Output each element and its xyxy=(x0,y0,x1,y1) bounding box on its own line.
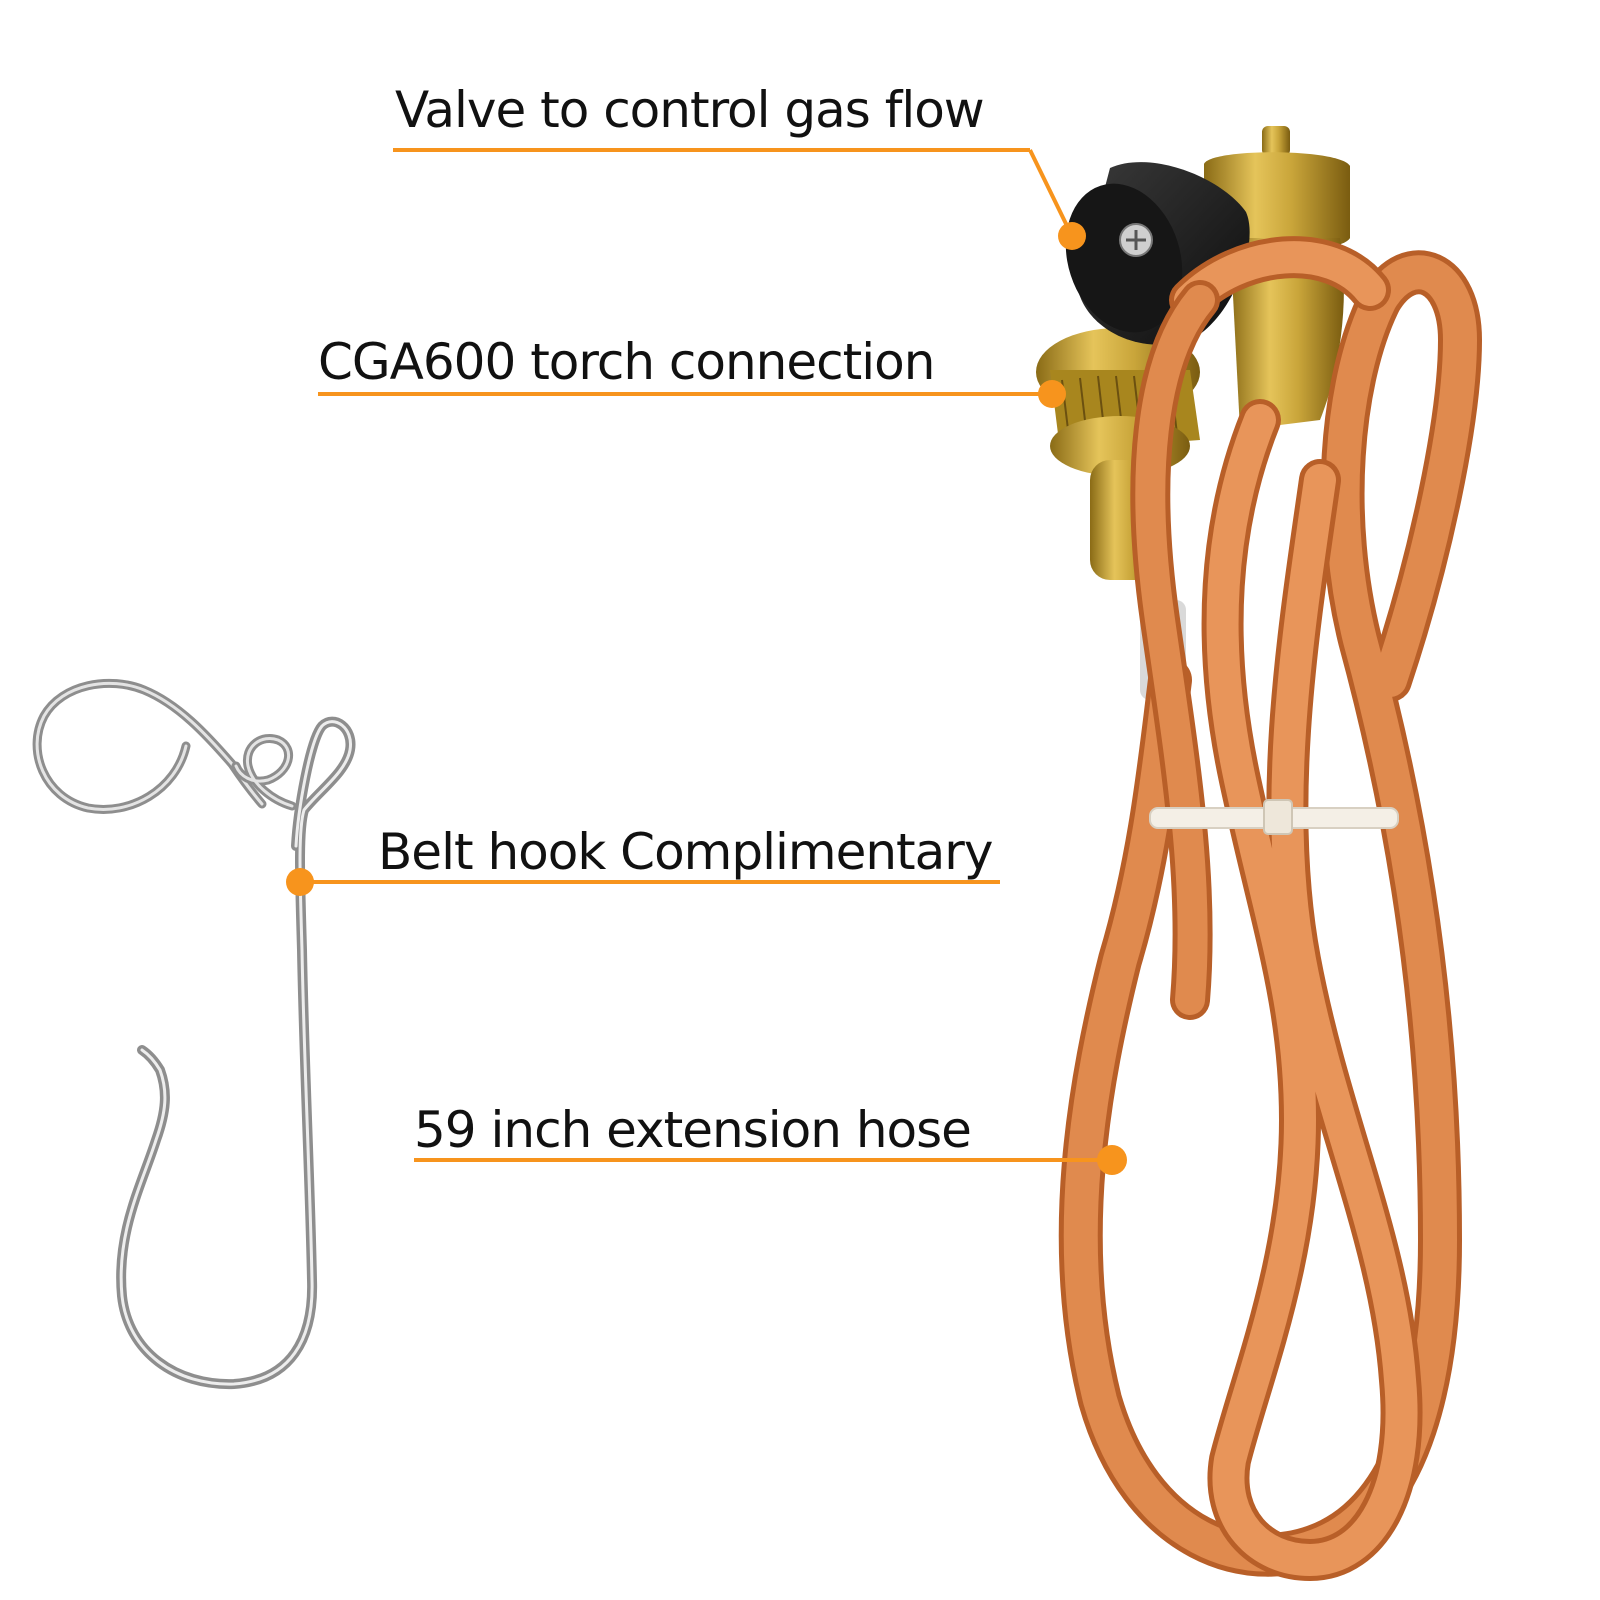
valve-callout-label: Valve to control gas flow xyxy=(395,81,985,139)
hook-ring xyxy=(32,678,267,814)
callout-hose-dot xyxy=(1097,1145,1127,1175)
callout-hook-dot xyxy=(286,868,314,896)
hose-inner-loop-body xyxy=(1206,404,1418,1577)
callout-cga-dot xyxy=(1038,380,1066,408)
belt-hook-icon xyxy=(32,678,356,1390)
knob-face xyxy=(1065,183,1183,333)
callout-valve-leader xyxy=(1028,149,1072,233)
brass-tip xyxy=(1262,126,1290,156)
knob-screw-slot xyxy=(1126,230,1146,250)
hose-outer-loop-body xyxy=(1063,255,1478,1572)
cable-tie-head xyxy=(1263,799,1293,835)
cga600-callout-label: CGA600 torch connection xyxy=(318,333,935,391)
hook-shank xyxy=(116,716,356,1390)
callout-cga xyxy=(318,380,1066,408)
callout-valve-dot xyxy=(1058,222,1086,250)
hose-icon xyxy=(1058,236,1483,1582)
hose-callout-label: 59 inch extension hose xyxy=(414,1101,972,1159)
hook-ring-shine xyxy=(35,681,264,811)
hook-loop xyxy=(231,734,297,811)
callout-hook xyxy=(286,868,1000,896)
hook-shank-shine xyxy=(119,720,352,1386)
hose-strand-body xyxy=(1135,285,1215,1015)
belt-hook-callout-label: Belt hook Complimentary xyxy=(378,823,993,881)
callout-hose xyxy=(414,1145,1127,1175)
hook-loop-shine xyxy=(234,737,294,808)
brass-body xyxy=(1230,238,1344,430)
callout-valve xyxy=(393,148,1086,250)
